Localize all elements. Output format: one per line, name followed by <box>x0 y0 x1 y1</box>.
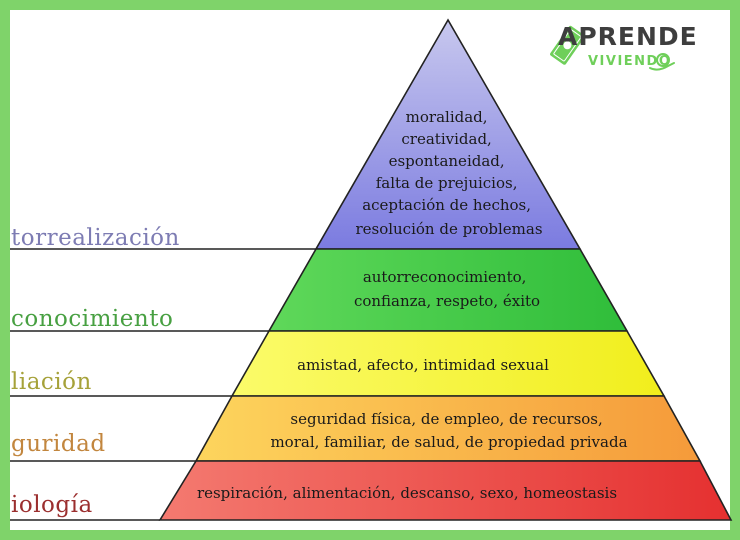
money-bill-icon <box>550 25 585 65</box>
logo-sub-text: VIVIENDO <box>588 54 671 69</box>
level-self-actualization-text: moralidad, creatividad, espontaneidad, f… <box>355 108 542 238</box>
level-self-actualization: moralidad, creatividad, espontaneidad, f… <box>314 18 582 250</box>
level-affiliation: amistad, afecto, intimidad sexual <box>230 330 666 397</box>
level-label-affiliation: liación <box>11 369 92 395</box>
level-safety: seguridad física, de empleo, de recursos… <box>194 395 702 462</box>
level-physiology-text: respiración, alimentación, descanso, sex… <box>197 484 617 502</box>
level-label-esteem: conocimiento <box>11 306 173 332</box>
level-label-safety: guridad <box>11 431 106 457</box>
level-affiliation-text: amistad, afecto, intimidad sexual <box>297 356 549 374</box>
logo-main-text: APRENDE <box>558 22 698 51</box>
level-physiology: respiración, alimentación, descanso, sex… <box>158 460 733 521</box>
level-safety-text: seguridad física, de empleo, de recursos… <box>270 410 627 451</box>
hand-icon <box>649 53 675 71</box>
level-esteem-text: autorreconocimiento, confianza, respeto,… <box>354 268 540 310</box>
level-esteem: autorreconocimiento, confianza, respeto,… <box>267 248 629 332</box>
aprende-viviendo-logo: APRENDE VIVIENDO <box>550 22 698 71</box>
level-label-self-actualization: torrealización <box>11 225 180 251</box>
level-label-physiology: iología <box>11 492 93 518</box>
